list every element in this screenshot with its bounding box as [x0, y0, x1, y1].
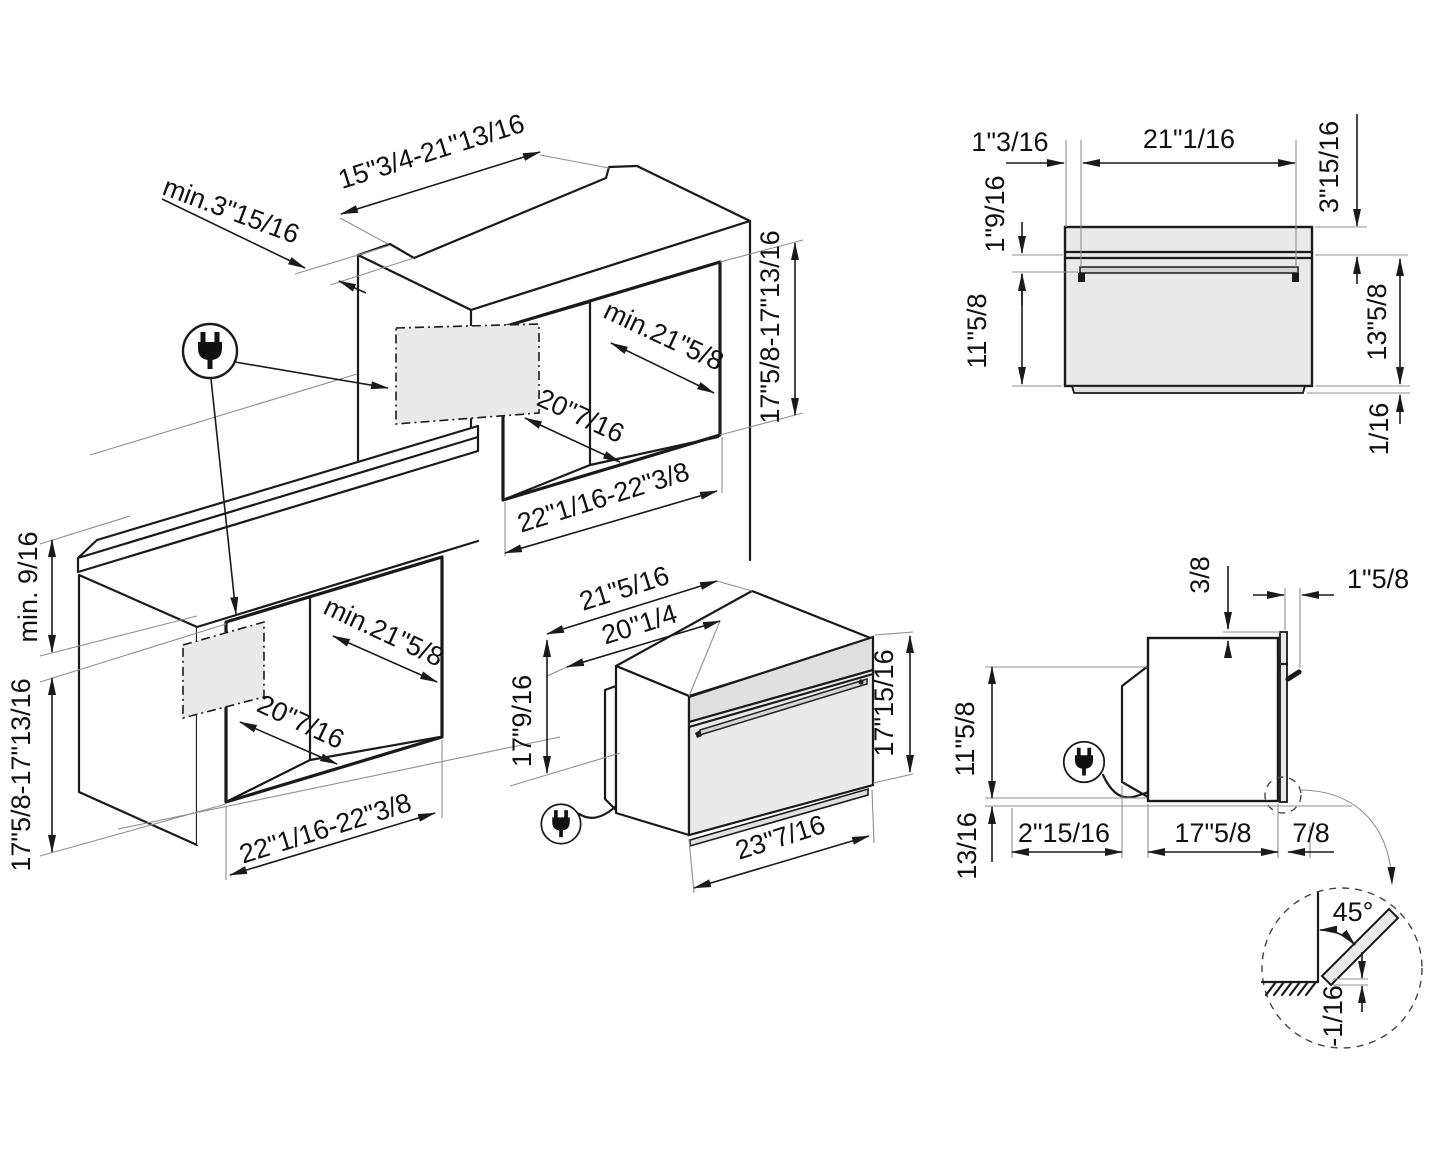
dim-niche-height: 17"5/8-17"13/16 — [6, 623, 227, 872]
power-plug-icon — [1062, 740, 1106, 784]
dim-label: 1/16 — [1364, 403, 1394, 456]
dim-niche-height: 17"5/8-17"13/16 — [719, 230, 804, 436]
dim-label: 45° — [1333, 897, 1374, 927]
power-plug-icon — [181, 322, 239, 380]
rear-mounting-frame — [1120, 664, 1150, 799]
dim-label: 13"5/8 — [1362, 283, 1392, 360]
front-view: 1"3/16 21"1/16 3"15/16 1"9/16 11"5/8 13"… — [962, 114, 1410, 455]
dim-floor-clearance: -1/16 — [1318, 952, 1366, 1047]
dim-label: 17"5/8-17"13/16 — [6, 678, 36, 871]
detail-leader — [1299, 789, 1396, 885]
dim-label: 17"5/8 — [1174, 818, 1251, 848]
oven-handle-mount — [695, 730, 702, 738]
plinth — [1070, 385, 1307, 394]
countertop-edges — [76, 424, 480, 574]
dim-label: 21"1/16 — [1143, 124, 1235, 154]
dim-label: 11"5/8 — [950, 701, 980, 776]
dim-counter-gap: min. 9/16 — [13, 515, 198, 657]
dim-label: 3"15/16 — [1314, 121, 1344, 213]
dim-label: 3/8 — [1185, 556, 1215, 594]
dim-label: 11"5/8 — [962, 293, 992, 368]
detail-circle — [1261, 887, 1423, 1049]
base-front-top-edge — [195, 539, 480, 629]
plug-leader-upper — [234, 361, 389, 390]
extension-lines — [1012, 140, 1410, 394]
clearance-reference-lines — [1333, 978, 1368, 986]
oven-body-profile — [1146, 636, 1280, 803]
side-view: 3/8 1"5/8 11"5/8 13/16 2"15/16 17"5/8 7/… — [950, 556, 1409, 885]
dim-label: 17"15/16 — [869, 649, 899, 756]
dim-bottom-gap: 13/16 — [952, 806, 996, 880]
dim-door-offset: 7/8 — [1287, 818, 1334, 856]
dim-niche-height: 17"9/16 — [507, 639, 621, 787]
open-door-45deg — [1320, 907, 1400, 987]
dim-label: -1/16 — [1318, 985, 1348, 1047]
dim-label: min. 9/16 — [13, 531, 43, 642]
wall-reference-line — [89, 373, 358, 456]
dim-label: 15"3/4-21"13/16 — [335, 108, 528, 195]
oven-rear-frame — [603, 684, 618, 812]
oven-left-face — [614, 664, 691, 837]
dim-front-offset: 1"5/8 — [1253, 564, 1409, 599]
floor-hatching — [1264, 980, 1318, 997]
oven-handle-cap — [858, 679, 864, 685]
dim-label: 13/16 — [952, 812, 982, 880]
oven-door-seam — [687, 672, 875, 729]
extension-lines — [985, 588, 1352, 858]
dim-door-height: 11"5/8 — [962, 273, 1026, 385]
base-left-face — [77, 573, 199, 847]
dim-depth: 17"5/8 — [1147, 818, 1279, 856]
handle-bracket-left — [1078, 273, 1085, 282]
base-cabinet-view: min. 9/16 17"5/8-17"13/16 min.21"5/8 20"… — [6, 424, 561, 880]
dim-label: 1"5/8 — [1347, 564, 1409, 594]
dim-open-angle: 45° — [1319, 897, 1374, 946]
oven-isometric-view: 21"5/16 20"1/4 17"9/16 17"15/16 23"7/16 — [507, 560, 914, 894]
dim-panel-height: 3"15/16 — [1314, 114, 1361, 284]
oven-door — [687, 668, 875, 837]
oven-front-body — [1063, 225, 1314, 388]
dim-height: 11"5/8 — [950, 666, 996, 799]
dim-rear-clearance: 2"15/16 — [1011, 818, 1123, 856]
dim-body-height: 13"5/8 — [1362, 258, 1404, 385]
electrical-zone-panel — [395, 323, 540, 425]
dim-top-gap: 3/8 — [1185, 556, 1232, 658]
handle-bracket-right — [1292, 273, 1299, 282]
power-cable — [1101, 773, 1150, 799]
dim-handle-span: 21"1/16 — [1082, 124, 1296, 167]
electrical-zone-panel — [182, 620, 265, 720]
handle-profile — [1285, 669, 1302, 682]
countertop-front — [78, 437, 478, 572]
dim-top-offset: 1"9/16 — [980, 175, 1026, 305]
power-plug-icon — [540, 803, 582, 845]
dim-label: 17"9/16 — [507, 675, 537, 767]
dim-plinth-gap: 1/16 — [1364, 394, 1404, 456]
dim-label: 1"9/16 — [980, 175, 1010, 252]
dim-label: min.3"15/16 — [159, 171, 304, 249]
dim-label: 2"15/16 — [1018, 818, 1110, 848]
dim-label: 17"5/8-17"13/16 — [755, 230, 785, 423]
handle-bar — [1079, 266, 1299, 274]
plug-leader-lower — [210, 378, 239, 615]
cabinet-power-callout — [181, 322, 389, 615]
dim-label: 7/8 — [1292, 818, 1330, 848]
dim-height: 17"15/16 — [869, 631, 914, 784]
countertop-top — [78, 426, 478, 558]
dim-label: 1"3/16 — [971, 127, 1048, 157]
detail-marker-circle — [1264, 776, 1302, 814]
door-profile — [1279, 631, 1288, 803]
control-panel-seam — [1063, 250, 1314, 260]
door-clearance-detail: 45° -1/16 — [1260, 887, 1423, 1049]
dim-side-offset: 1"3/16 — [971, 127, 1065, 167]
